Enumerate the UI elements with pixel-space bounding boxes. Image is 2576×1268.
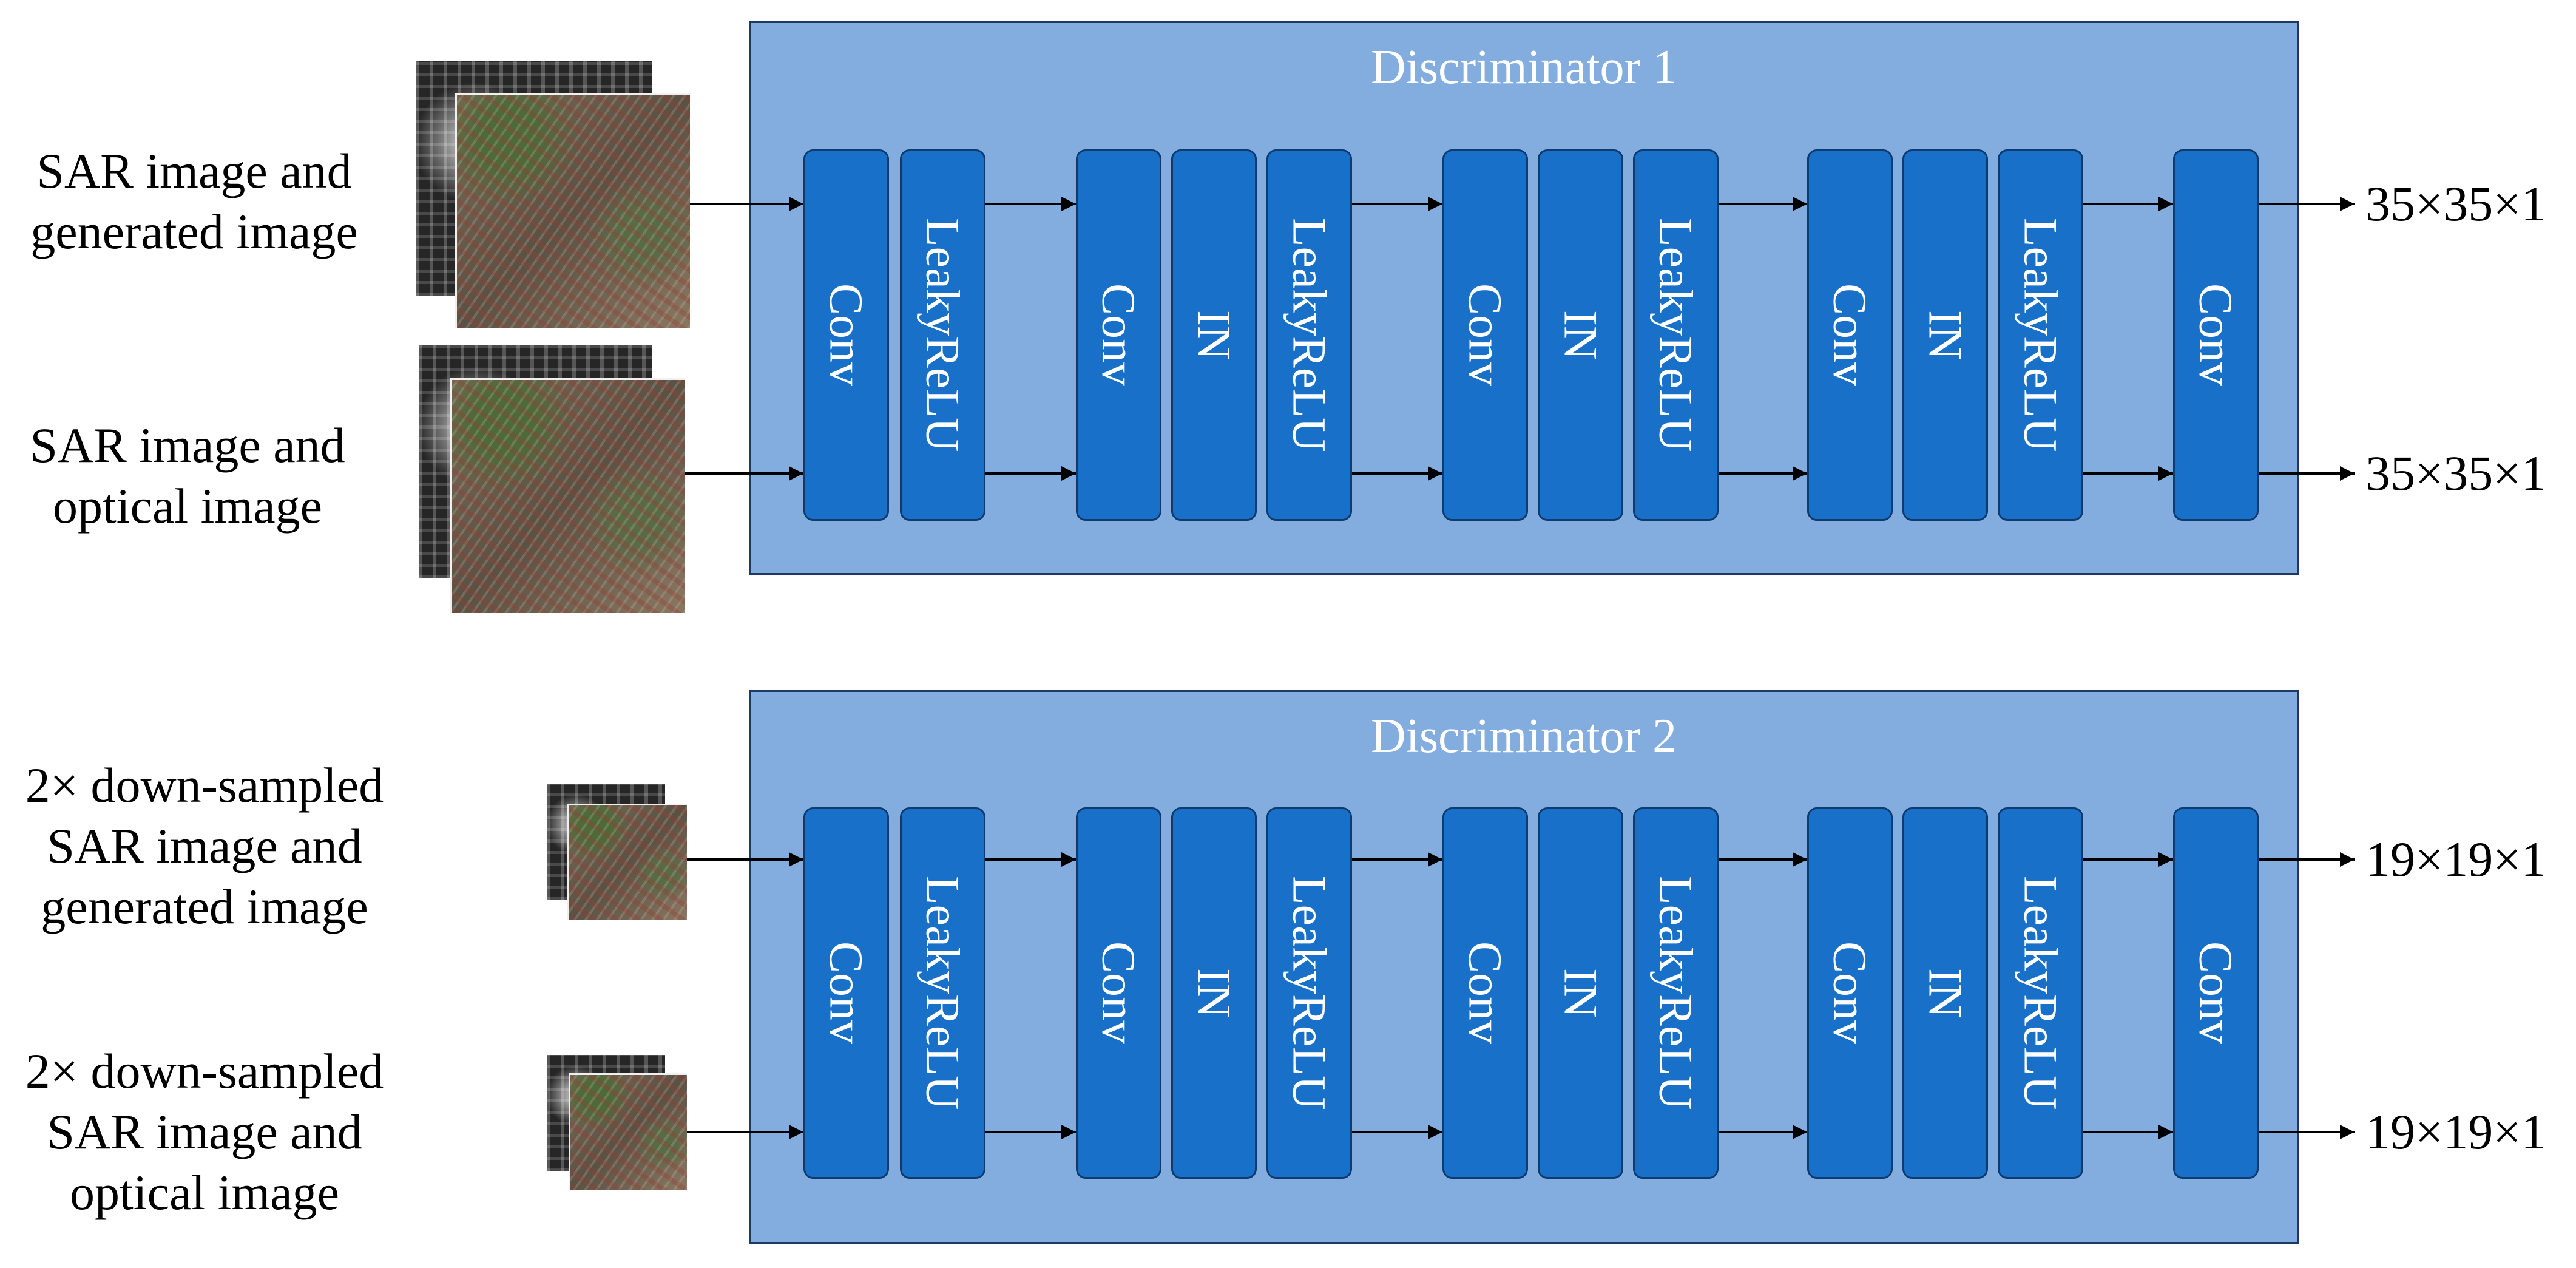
- discriminator-2-panel: Discriminator 2 Conv LeakyReLU Conv IN L…: [749, 690, 2299, 1244]
- input-label-line: SAR image and: [36, 143, 352, 198]
- instance-norm-block: IN: [1171, 807, 1257, 1179]
- block-label: IN: [1919, 968, 1972, 1019]
- block-label: Conv: [1459, 941, 1512, 1045]
- discriminator-1-panel: Discriminator 1 Conv LeakyReLU Conv IN L…: [749, 21, 2299, 575]
- input-label-line: SAR image and: [47, 1104, 362, 1159]
- block-label: Conv: [1459, 283, 1512, 387]
- block-label: Conv: [820, 283, 873, 387]
- downsampled-generated-image-thumbnail: [567, 804, 687, 920]
- conv-block: Conv: [1076, 149, 1161, 521]
- output-label: 19×19×1: [2365, 832, 2546, 887]
- block-label: LeakyReLU: [916, 218, 970, 452]
- downsampled-optical-image-thumbnail: [569, 1073, 687, 1190]
- block-label: IN: [1554, 968, 1607, 1019]
- block-label: LeakyReLU: [2014, 218, 2067, 452]
- discriminator-title: Discriminator 2: [1370, 710, 1677, 763]
- block-label: IN: [1919, 310, 1972, 361]
- instance-norm-block: IN: [1902, 149, 1988, 521]
- block-label: Conv: [2189, 283, 2243, 387]
- block-label: LeakyReLU: [1283, 876, 1336, 1110]
- block-label: IN: [1188, 968, 1241, 1019]
- block-label: Conv: [1092, 283, 1146, 387]
- block-label: Conv: [820, 941, 873, 1045]
- instance-norm-block: IN: [1902, 807, 1988, 1179]
- input-label-line: SAR image and: [47, 818, 362, 873]
- leakyrelu-block: LeakyReLU: [1266, 807, 1352, 1179]
- block-label: LeakyReLU: [1649, 218, 1703, 452]
- leakyrelu-block: LeakyReLU: [1266, 149, 1352, 521]
- input-label-line: SAR image and: [30, 418, 345, 473]
- output-label: 19×19×1: [2365, 1104, 2546, 1159]
- input-label-line: optical image: [70, 1165, 339, 1220]
- conv-block: Conv: [803, 807, 889, 1179]
- block-label: Conv: [1092, 941, 1146, 1045]
- block-label: IN: [1554, 310, 1607, 361]
- input-label-downsampled-sar-optical: 2× down-sampled SAR image and optical im…: [22, 1041, 387, 1223]
- conv-block: Conv: [1442, 807, 1528, 1179]
- leakyrelu-block: LeakyReLU: [900, 807, 985, 1179]
- leakyrelu-block: LeakyReLU: [1633, 807, 1719, 1179]
- output-label: 35×35×1: [2365, 176, 2546, 231]
- input-label-line: optical image: [53, 478, 322, 534]
- leakyrelu-block: LeakyReLU: [900, 149, 985, 521]
- input-label-line: 2× down-sampled: [25, 1043, 384, 1099]
- conv-block: Conv: [2173, 807, 2259, 1179]
- input-label-line: 2× down-sampled: [25, 758, 384, 813]
- conv-block: Conv: [1442, 149, 1528, 521]
- instance-norm-block: IN: [1171, 149, 1257, 521]
- conv-block: Conv: [1807, 807, 1893, 1179]
- conv-block: Conv: [803, 149, 889, 521]
- output-label: 35×35×1: [2365, 446, 2546, 501]
- leakyrelu-block: LeakyReLU: [1998, 149, 2083, 521]
- generated-image-thumbnail: [455, 93, 690, 328]
- input-label-line: generated image: [30, 204, 358, 259]
- block-label: Conv: [1824, 283, 1877, 387]
- block-label: IN: [1188, 310, 1241, 361]
- conv-block: Conv: [2173, 149, 2259, 521]
- discriminator-title: Discriminator 1: [1370, 41, 1677, 94]
- leakyrelu-block: LeakyReLU: [1633, 149, 1719, 521]
- instance-norm-block: IN: [1538, 807, 1623, 1179]
- leakyrelu-block: LeakyReLU: [1998, 807, 2083, 1179]
- optical-image-thumbnail: [450, 378, 685, 613]
- input-label-downsampled-sar-generated: 2× down-sampled SAR image and generated …: [22, 755, 387, 937]
- instance-norm-block: IN: [1538, 149, 1623, 521]
- block-label: LeakyReLU: [1283, 218, 1336, 452]
- block-label: Conv: [1824, 941, 1877, 1045]
- block-label: LeakyReLU: [2014, 876, 2067, 1110]
- block-label: LeakyReLU: [916, 876, 970, 1110]
- input-label-sar-generated: SAR image and generated image: [12, 141, 376, 262]
- conv-block: Conv: [1807, 149, 1893, 521]
- input-label-sar-optical: SAR image and optical image: [5, 415, 370, 537]
- conv-block: Conv: [1076, 807, 1161, 1179]
- block-label: Conv: [2189, 941, 2243, 1045]
- block-label: LeakyReLU: [1649, 876, 1703, 1110]
- input-label-line: generated image: [41, 879, 368, 934]
